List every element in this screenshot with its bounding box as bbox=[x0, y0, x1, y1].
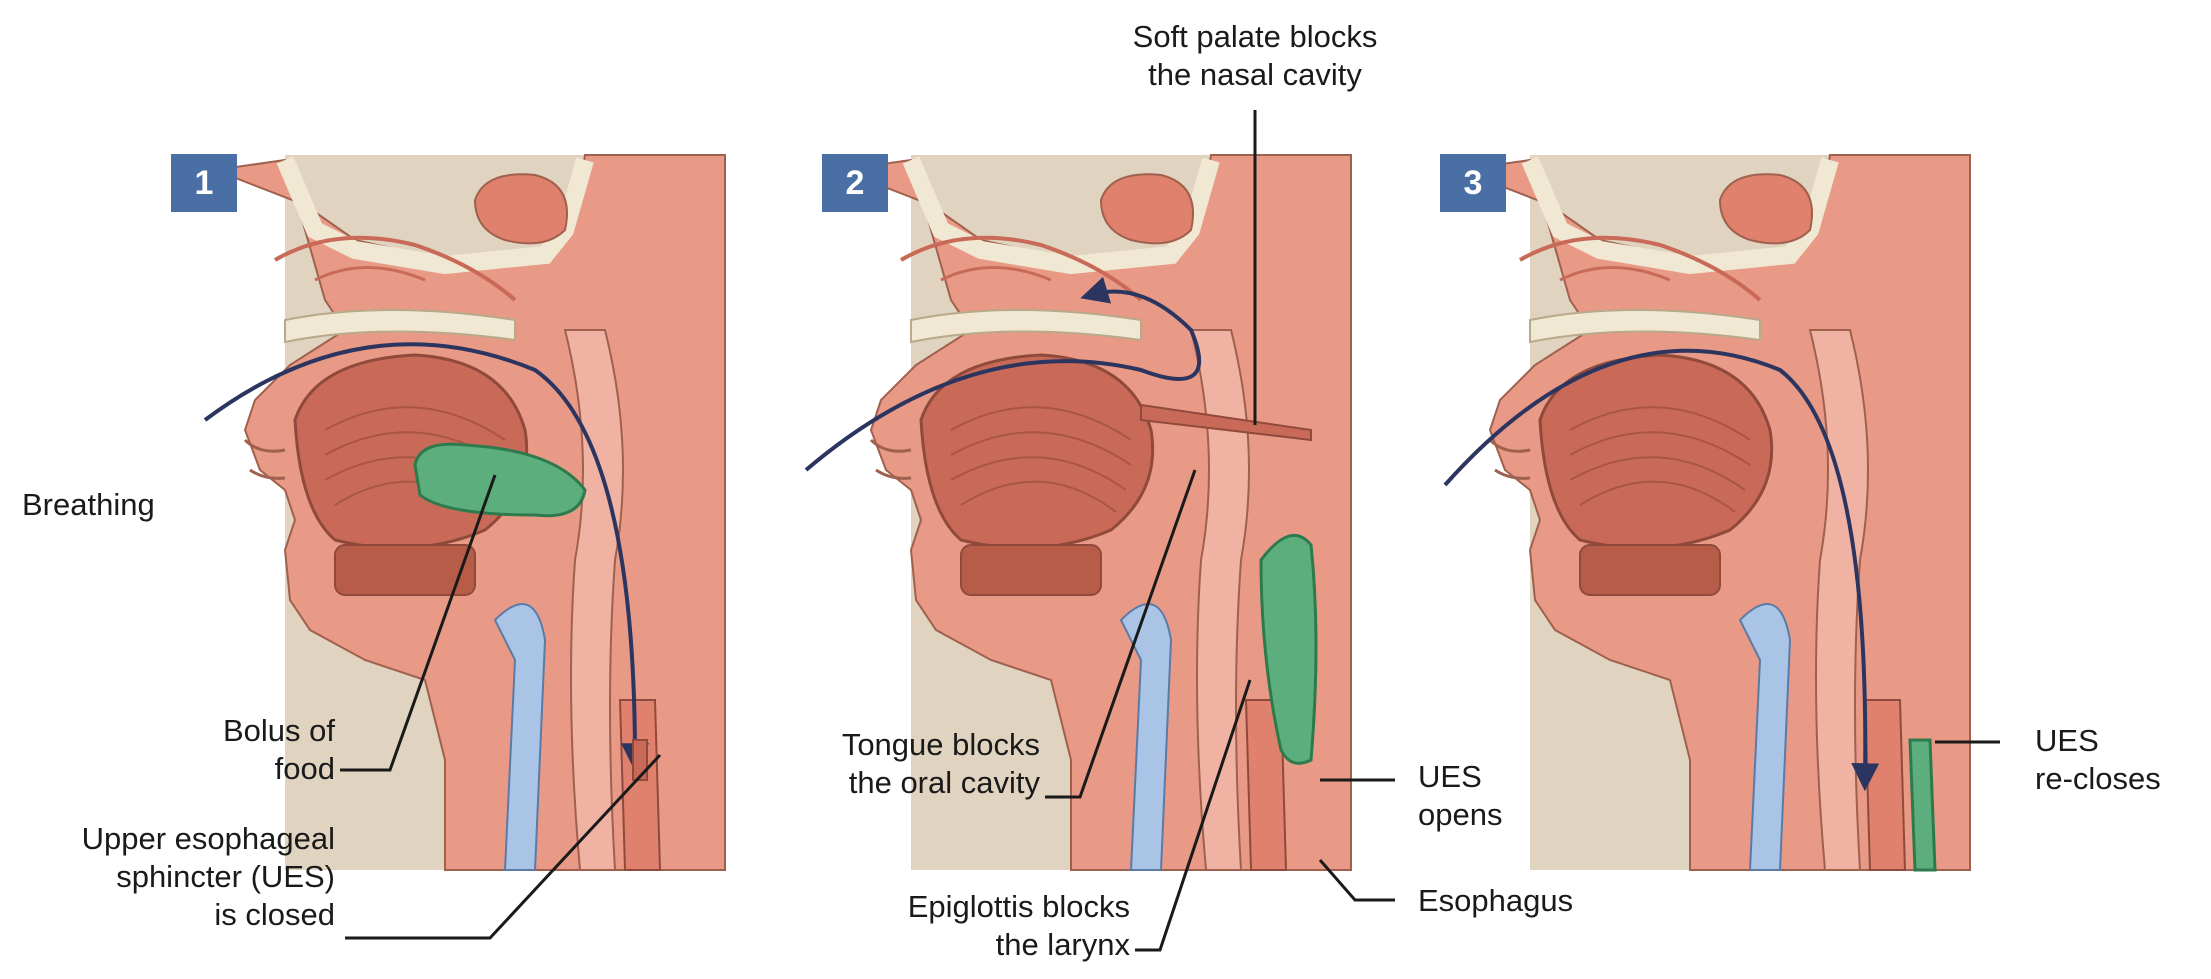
label-ues-closed: Upper esophageal sphincter (UES) is clos… bbox=[5, 820, 335, 934]
label-breathing: Breathing bbox=[22, 486, 155, 524]
label-bolus: Bolus of food bbox=[130, 712, 335, 788]
label-tongue: Tongue blocks the oral cavity bbox=[760, 726, 1040, 802]
panel-number-2: 2 bbox=[822, 154, 888, 212]
label-soft-palate: Soft palate blocks the nasal cavity bbox=[1050, 18, 1460, 94]
bolus-shape-3 bbox=[1910, 740, 1935, 870]
panel-number-1: 1 bbox=[171, 154, 237, 212]
label-epiglottis: Epiglottis blocks the larynx bbox=[800, 888, 1130, 964]
panel-3 bbox=[1445, 155, 1970, 870]
label-esophagus: Esophagus bbox=[1418, 882, 1573, 920]
panel-number-3: 3 bbox=[1440, 154, 1506, 212]
label-ues-opens: UES opens bbox=[1418, 758, 1502, 834]
label-ues-recloses: UES re-closes bbox=[2035, 722, 2161, 798]
